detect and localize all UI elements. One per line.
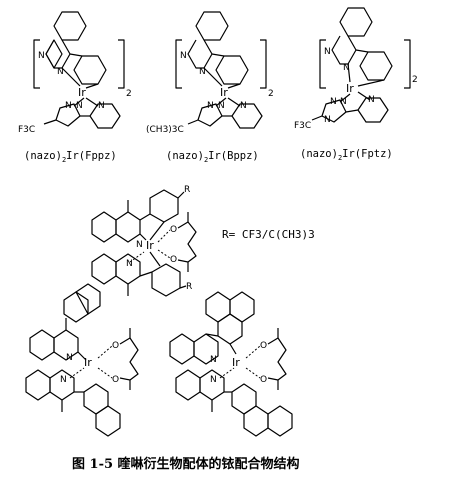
r-label: R <box>186 282 192 292</box>
atom-n: N <box>210 355 217 365</box>
substituent-label: (CH3)3C <box>146 125 184 135</box>
compound-bppz: 2 N N Ir N N N (CH3)3C (nazo)2Ir(Bppz) <box>146 11 274 164</box>
atom-ir: Ir <box>220 86 228 99</box>
atom-ir: Ir <box>346 82 354 95</box>
atom-o: O <box>170 255 177 265</box>
atom-n: N <box>210 375 217 385</box>
atom-n: N <box>368 95 375 105</box>
bracket-subscript: 2 <box>412 75 418 85</box>
atom-o: O <box>260 341 267 351</box>
atom-n: N <box>126 259 133 269</box>
compound-acac-r: R N Ir O O N R <box>91 185 197 297</box>
bracket-subscript: 2 <box>126 89 132 99</box>
atom-ir: Ir <box>146 239 154 252</box>
atom-n: N <box>324 47 331 57</box>
compound-naphthyl-left: N Ir O O N <box>25 283 139 437</box>
atom-n: N <box>324 115 331 125</box>
atom-n: N <box>207 101 214 111</box>
r-label: R <box>184 185 190 195</box>
atom-n: N <box>65 101 72 111</box>
atom-n: N <box>136 240 143 250</box>
atom-n: N <box>218 101 225 111</box>
atom-o: O <box>112 375 119 385</box>
atom-n: N <box>66 353 73 363</box>
atom-n: N <box>330 97 337 107</box>
atom-n: N <box>57 67 64 77</box>
atom-n: N <box>180 51 187 61</box>
atom-n: N <box>240 101 247 111</box>
compound-name: (nazo)2Ir(Bppz) <box>166 150 259 164</box>
bracket-subscript: 2 <box>268 89 274 99</box>
compound-fptz: 2 N N Ir N N N N F3C (nazo)2Ir(Fptz) <box>294 7 418 162</box>
substituent-label: F3C <box>294 121 311 131</box>
atom-o: O <box>260 375 267 385</box>
compound-phenanthryl-right: N Ir O O N <box>169 291 293 437</box>
atom-ir: Ir <box>78 86 86 99</box>
compound-fppz: 2 N N Ir N N N F3C (nazo)2Ir(Fppz) <box>18 11 132 164</box>
atom-n: N <box>199 67 206 77</box>
atom-ir: Ir <box>232 356 240 369</box>
atom-ir: Ir <box>84 356 92 369</box>
atom-n: N <box>60 375 67 385</box>
atom-n: N <box>76 101 83 111</box>
compound-name: (nazo)2Ir(Fptz) <box>300 148 393 162</box>
atom-n: N <box>343 63 350 73</box>
figure-caption: 图 1-5 喹啉衍生物配体的铱配合物结构 <box>72 456 300 472</box>
compound-name: (nazo)2Ir(Fppz) <box>24 150 117 164</box>
atom-o: O <box>112 341 119 351</box>
atom-n: N <box>38 51 45 61</box>
atom-n: N <box>98 101 105 111</box>
atom-o: O <box>170 225 177 235</box>
atom-n: N <box>340 97 347 107</box>
r-group-definition: R= CF3/C(CH3)3 <box>222 228 315 241</box>
substituent-label: F3C <box>18 125 35 135</box>
